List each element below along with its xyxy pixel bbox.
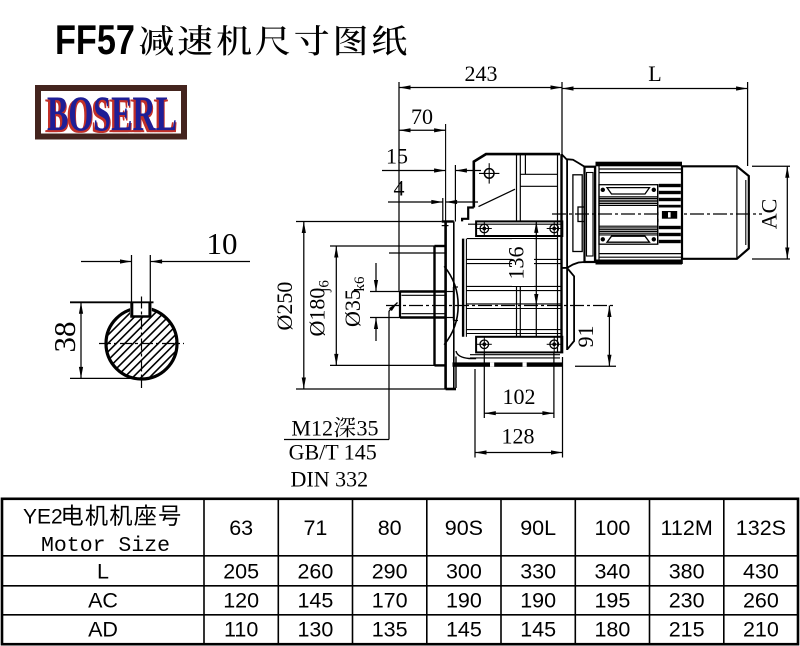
- svg-text:195: 195: [594, 589, 630, 613]
- svg-text:210: 210: [743, 618, 779, 642]
- svg-text:145: 145: [297, 589, 333, 613]
- svg-text:110: 110: [224, 618, 258, 642]
- svg-text:190: 190: [520, 589, 556, 613]
- svg-text:AC: AC: [88, 589, 118, 613]
- svg-text:L: L: [648, 61, 661, 86]
- svg-text:112M: 112M: [661, 516, 713, 540]
- svg-text:180: 180: [594, 618, 630, 642]
- svg-text:63: 63: [229, 516, 253, 540]
- svg-text:M12: M12: [291, 416, 333, 441]
- svg-text:38: 38: [47, 322, 82, 353]
- svg-text:FF57: FF57: [55, 16, 135, 63]
- svg-text:145: 145: [446, 618, 482, 642]
- svg-text:135: 135: [372, 618, 408, 642]
- svg-text:4: 4: [394, 176, 405, 201]
- svg-text:132S: 132S: [736, 516, 786, 540]
- svg-text:100: 100: [594, 516, 630, 540]
- svg-text:Ø35: Ø35: [340, 289, 365, 327]
- svg-text:145: 145: [520, 618, 556, 642]
- svg-text:340: 340: [594, 560, 630, 584]
- svg-text:300: 300: [446, 560, 482, 584]
- svg-text:YE2: YE2: [23, 506, 63, 529]
- svg-text:GB/T 145: GB/T 145: [289, 439, 377, 464]
- svg-text:BOSERL: BOSERL: [45, 87, 175, 143]
- svg-text:91: 91: [573, 326, 598, 348]
- svg-text:DIN 332: DIN 332: [291, 466, 369, 491]
- svg-text:136: 136: [504, 247, 529, 280]
- svg-text:70: 70: [411, 104, 433, 129]
- svg-text:j6: j6: [317, 280, 333, 293]
- svg-text:190: 190: [446, 589, 482, 613]
- svg-text:AD: AD: [88, 618, 118, 642]
- svg-text:130: 130: [297, 618, 333, 642]
- svg-text:Motor Size: Motor Size: [41, 534, 170, 558]
- svg-text:Ø250: Ø250: [272, 282, 297, 331]
- svg-text:430: 430: [743, 560, 779, 584]
- svg-text:260: 260: [743, 589, 779, 613]
- svg-text:35: 35: [357, 416, 379, 441]
- svg-text:290: 290: [372, 560, 408, 584]
- svg-text:330: 330: [520, 560, 556, 584]
- svg-text:215: 215: [669, 618, 705, 642]
- svg-text:205: 205: [223, 560, 259, 584]
- svg-text:k6: k6: [352, 276, 368, 292]
- svg-text:170: 170: [372, 589, 408, 613]
- svg-text:15: 15: [386, 144, 408, 169]
- svg-text:128: 128: [502, 424, 535, 449]
- svg-text:380: 380: [669, 560, 705, 584]
- svg-text:BOSERL: BOSERL: [48, 87, 178, 143]
- svg-text:71: 71: [303, 516, 327, 540]
- svg-text:Ø180: Ø180: [305, 288, 330, 337]
- svg-text:90L: 90L: [520, 516, 556, 540]
- svg-text:10: 10: [207, 226, 238, 261]
- svg-text:230: 230: [669, 589, 705, 613]
- svg-text:120: 120: [223, 589, 259, 613]
- svg-text:260: 260: [297, 560, 333, 584]
- svg-text:80: 80: [378, 516, 402, 540]
- svg-text:L: L: [97, 560, 109, 584]
- svg-text:AC: AC: [757, 199, 782, 230]
- svg-text:BOSERL: BOSERL: [47, 85, 177, 141]
- svg-text:243: 243: [465, 61, 498, 86]
- svg-text:90S: 90S: [445, 516, 483, 540]
- svg-text:102: 102: [503, 384, 536, 409]
